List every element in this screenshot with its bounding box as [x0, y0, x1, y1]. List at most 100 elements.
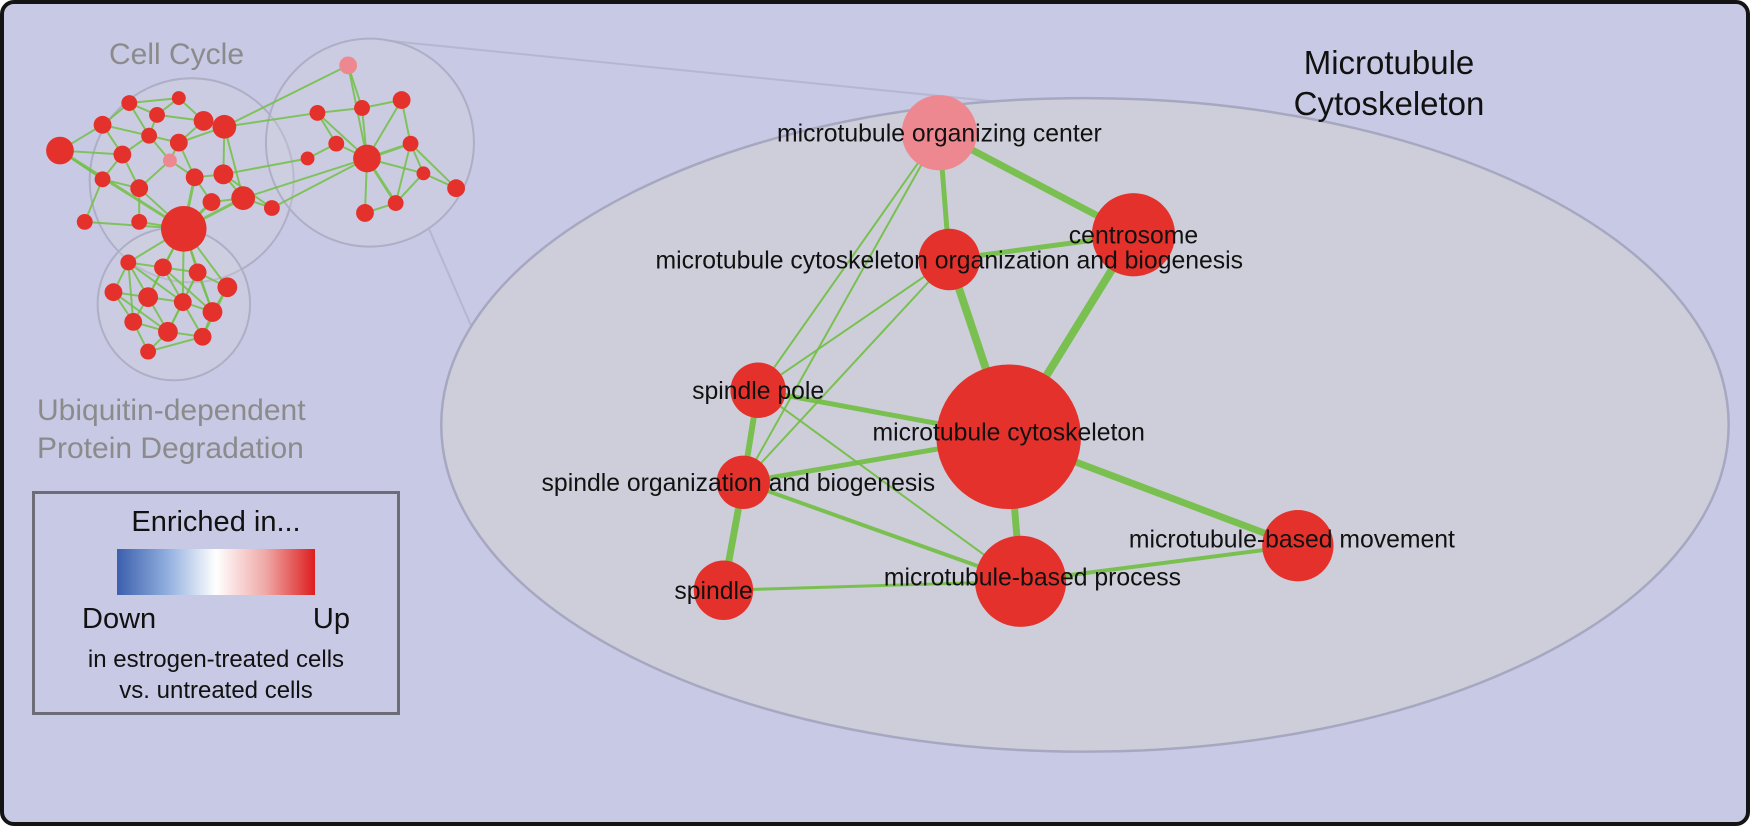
overview-node [202, 193, 221, 211]
zoom-edge [723, 579, 1021, 592]
overview-node [217, 277, 238, 298]
overview-node [447, 179, 466, 198]
overview-node [392, 91, 411, 109]
overview-node [158, 321, 178, 342]
zoom-edge [1020, 543, 1299, 584]
overview-edge [271, 157, 368, 209]
overview-node [113, 145, 132, 164]
overview-node [402, 135, 419, 152]
overview-edge [223, 157, 308, 176]
zoom-node-spindle_pole [730, 362, 786, 418]
overview-node [162, 153, 177, 168]
cluster-label-ubiquitin-line2: Protein Degradation [37, 431, 304, 465]
overview-node [173, 293, 192, 311]
overview-node [149, 106, 165, 123]
legend-up-label: Up [312, 603, 350, 635]
network-svg: microtubule organizing centercentrosomem… [46, 37, 1730, 753]
overview-node [185, 168, 204, 187]
overview-edge [242, 157, 368, 200]
overview-node [263, 200, 280, 216]
zoom-edge [757, 132, 941, 391]
zoom-edge [757, 389, 1022, 583]
zoom-node-mbm [1262, 510, 1334, 582]
figure-title: Microtubule Cytoskeleton [1269, 42, 1509, 125]
node-label-centrosome: centrosome [1069, 223, 1198, 250]
node-label-mco: microtubule cytoskeleton organization an… [656, 247, 1244, 274]
overview-node [328, 135, 345, 152]
legend-subtitle-line1: in estrogen-treated cells [87, 646, 345, 673]
overview-node [94, 171, 111, 188]
overview-node [154, 258, 172, 277]
overview-node [213, 164, 234, 185]
node-label-spindle_org: spindle organization and biogenesis [542, 470, 936, 497]
zoom-edge [757, 258, 950, 392]
overview-node [124, 312, 143, 331]
zoom-edge [742, 132, 941, 483]
cluster-circle [264, 37, 475, 248]
overview-node [339, 56, 358, 75]
overview-node [93, 115, 112, 134]
cluster-label-ubiquitin: Ubiquitin-dependent Protein Degradation [37, 392, 306, 467]
figure-title-line2: Cytoskeleton [1293, 85, 1485, 123]
zoom-node-mco [918, 228, 980, 291]
overview-node [387, 195, 404, 211]
overview-node [300, 151, 315, 166]
node-label-moc: microtubule organizing center [777, 121, 1102, 148]
overview-node [104, 283, 123, 302]
overview-node [231, 186, 256, 210]
overview-node [193, 327, 212, 346]
legend-down-label: Down [82, 603, 157, 635]
legend-subtitle-line2: vs. untreated cells [119, 677, 313, 704]
overview-node [138, 287, 159, 308]
cluster-label-ubiquitin-line1: Ubiquitin-dependent [37, 394, 306, 427]
cluster-label-cell-cycle: Cell Cycle [109, 38, 245, 71]
node-label-mt_cyto: microtubule cytoskeleton [872, 420, 1144, 447]
overview-node [141, 127, 158, 144]
zoom-node-mbp [975, 535, 1067, 627]
overview-node [193, 110, 214, 131]
overview-edge [112, 291, 169, 333]
overview-node [46, 136, 74, 165]
overview-node [416, 166, 431, 181]
overview-node [171, 91, 186, 106]
zoom-node-spindle_org [716, 455, 771, 510]
zoom-cone-line [386, 39, 1011, 105]
legend-box: Enriched in... Down Up in estrogen-treat… [32, 491, 400, 715]
overview-node [309, 105, 326, 121]
overview-node [130, 179, 149, 198]
overview-node [120, 254, 137, 271]
overview-node [121, 95, 138, 111]
overview-node [131, 213, 148, 230]
overview-node [169, 133, 188, 152]
zoom-node-spindle [693, 560, 754, 620]
overview-edge [162, 266, 214, 313]
overview-node [188, 263, 207, 282]
overview-node [212, 114, 237, 139]
zoom-node-mt_cyto [936, 364, 1081, 510]
legend-gradient-bar [117, 549, 315, 595]
overview-node [76, 213, 93, 230]
overview-edge [129, 97, 179, 105]
overview-node [202, 302, 223, 322]
node-label-spindle: spindle [674, 578, 752, 605]
overview-edge [224, 111, 318, 128]
overview-node [353, 144, 381, 173]
overview-edge [409, 142, 457, 189]
overview-edge [394, 143, 412, 204]
overview-node [140, 343, 157, 360]
overview-node [356, 204, 374, 222]
legend-scale-labels: Down Up [82, 603, 350, 636]
zoom-node-centrosome [1091, 193, 1176, 277]
node-label-mbp: microtubule-based process [884, 564, 1181, 591]
overview-edge [59, 149, 185, 231]
overview-node [354, 100, 370, 116]
overview-edge [223, 64, 349, 128]
zoom-edge [742, 258, 951, 483]
legend-title: Enriched in... [131, 506, 301, 538]
overview-edge [127, 262, 135, 322]
node-label-spindle_pole: spindle pole [692, 378, 824, 405]
overview-edge [147, 335, 203, 353]
zoom-edge [742, 480, 1022, 584]
zoom-node-moc [901, 95, 978, 171]
